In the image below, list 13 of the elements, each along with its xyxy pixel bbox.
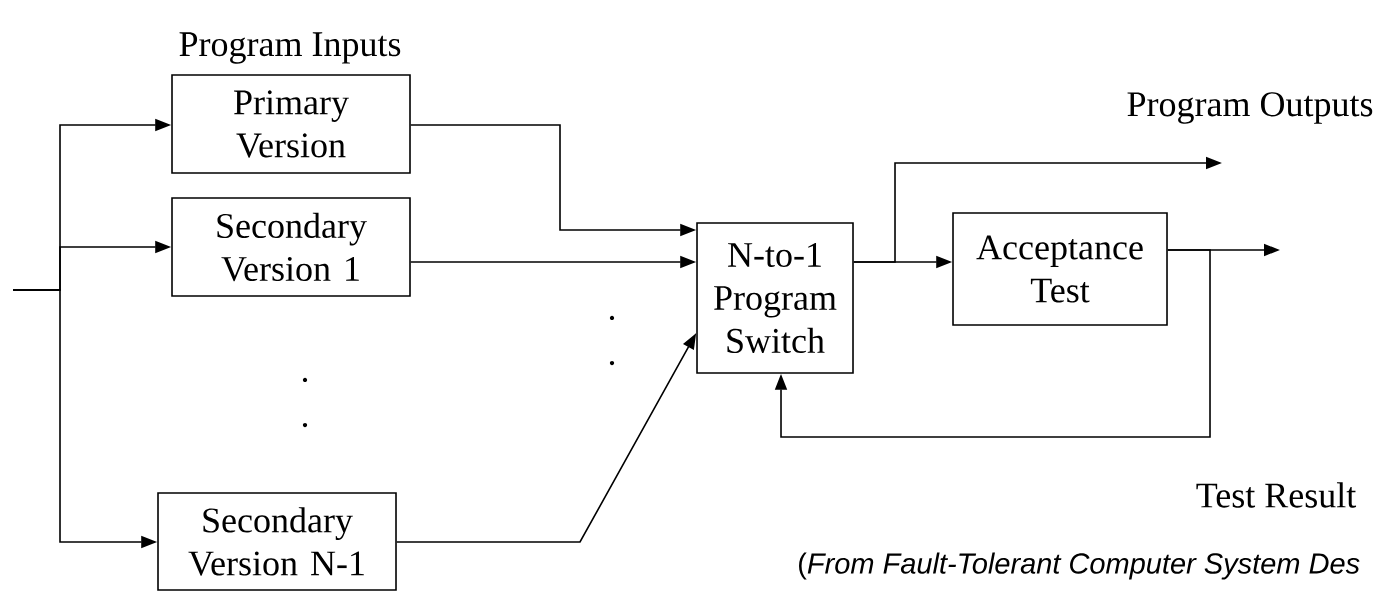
text-label: .	[609, 360, 615, 366]
process-box: Secondary Version 1	[171, 197, 411, 297]
text-label: .	[302, 422, 308, 428]
process-box: Secondary Version N-1	[157, 492, 397, 591]
text-label: .	[609, 315, 615, 321]
arrow	[774, 249, 1211, 438]
process-box: N-to-1 Program Switch	[696, 222, 854, 374]
text-label: Program Outputs	[1127, 92, 1373, 124]
text-label: .	[302, 377, 308, 383]
process-box: Primary Version	[171, 74, 411, 174]
text-label: Test Result	[1196, 482, 1357, 508]
caption: (From Fault-Tolerant Computer System Des	[799, 552, 1360, 580]
process-box: Acceptance Test	[952, 212, 1168, 326]
